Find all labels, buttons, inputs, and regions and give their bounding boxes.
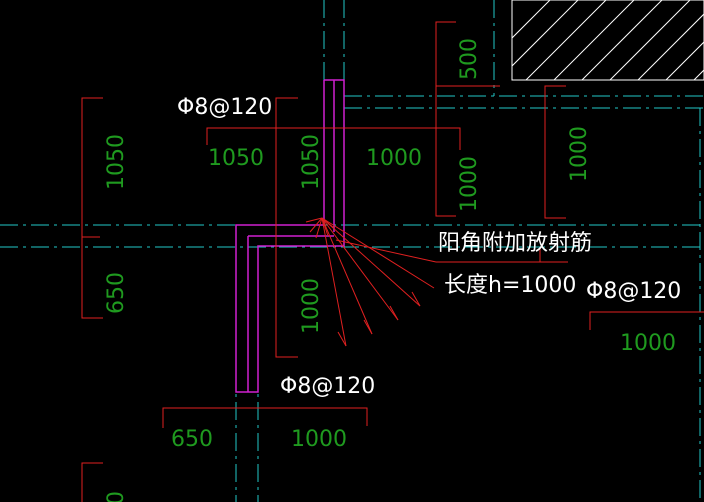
dimension-text: 1050: [208, 146, 264, 171]
hatch-line: [512, 0, 551, 39]
radiating-bar-hook: [411, 291, 421, 307]
dimension-line: [435, 21, 456, 217]
radiating-bar-apex: [321, 217, 335, 229]
note-line-2: 长度h=1000: [444, 273, 576, 298]
dimension-line: [162, 407, 368, 428]
hatch-border: [511, 0, 704, 81]
dimension-text: 1000: [366, 146, 422, 171]
dimension-text: 1000: [620, 331, 676, 356]
radiating-bar-hook: [337, 331, 347, 347]
dimension-text: 500: [457, 38, 482, 80]
dimension-text: 1050: [299, 134, 324, 190]
radiating-bar-apex: [315, 217, 323, 239]
dimension-line: [544, 85, 566, 219]
radiating-bar: [321, 217, 347, 347]
dimension-line: [81, 97, 103, 319]
radiating-bar: [321, 217, 373, 335]
hatch-line: [665, 41, 704, 80]
dimension-texts: 1050 650 1050 1050 1000 500 1000 1000 10…: [104, 38, 676, 502]
radiating-bar-apex: [305, 217, 323, 223]
radiating-bar-hook: [363, 319, 373, 335]
note-line-1: 阳角附加放射筋: [438, 231, 592, 256]
rebar-outline: [235, 79, 345, 393]
hatch-line: [581, 0, 663, 80]
radiating-bar-apex: [321, 217, 329, 237]
dimension-line: [275, 97, 298, 358]
dimension-text: 1000: [567, 126, 592, 182]
dimension-text: 650: [104, 272, 129, 314]
dimension-text: 0: [104, 491, 129, 502]
hatch-line: [553, 0, 635, 80]
hatch-line: [609, 0, 691, 80]
dimension-text: 1000: [291, 427, 347, 452]
dimension-line: [206, 127, 461, 150]
radiating-bar: [321, 217, 421, 307]
radiating-bar: [321, 217, 399, 321]
dimension-line: [589, 311, 704, 330]
hatch-lines: [512, 0, 704, 80]
rebar-labels: Φ8@120 Φ8@120 Φ8@120 阳角附加放射筋 长度h=1000: [177, 95, 681, 399]
dimension-lines: [81, 21, 704, 502]
dimension-text: 1000: [299, 278, 324, 334]
hatch-line: [637, 13, 704, 80]
rebar-label-right: Φ8@120: [586, 279, 681, 304]
hatch-line: [525, 0, 607, 80]
dimension-line: [81, 462, 103, 502]
radiating-bar-apex: [309, 217, 323, 233]
rebar-label-bottom: Φ8@120: [280, 374, 375, 399]
radiating-bars: [305, 217, 435, 347]
hatch-line: [693, 69, 704, 80]
rebar-line: [235, 79, 345, 393]
radiating-bar: [321, 217, 435, 289]
dimension-text: 1050: [104, 134, 129, 190]
rebar-label-top: Φ8@120: [177, 95, 272, 120]
dimension-text: 650: [171, 427, 213, 452]
hatched-region: [511, 0, 704, 81]
radiating-bar-hook: [389, 305, 399, 321]
dimension-line: [335, 239, 437, 263]
hatch-line: [512, 0, 579, 67]
dimension-text: 1000: [457, 156, 482, 212]
